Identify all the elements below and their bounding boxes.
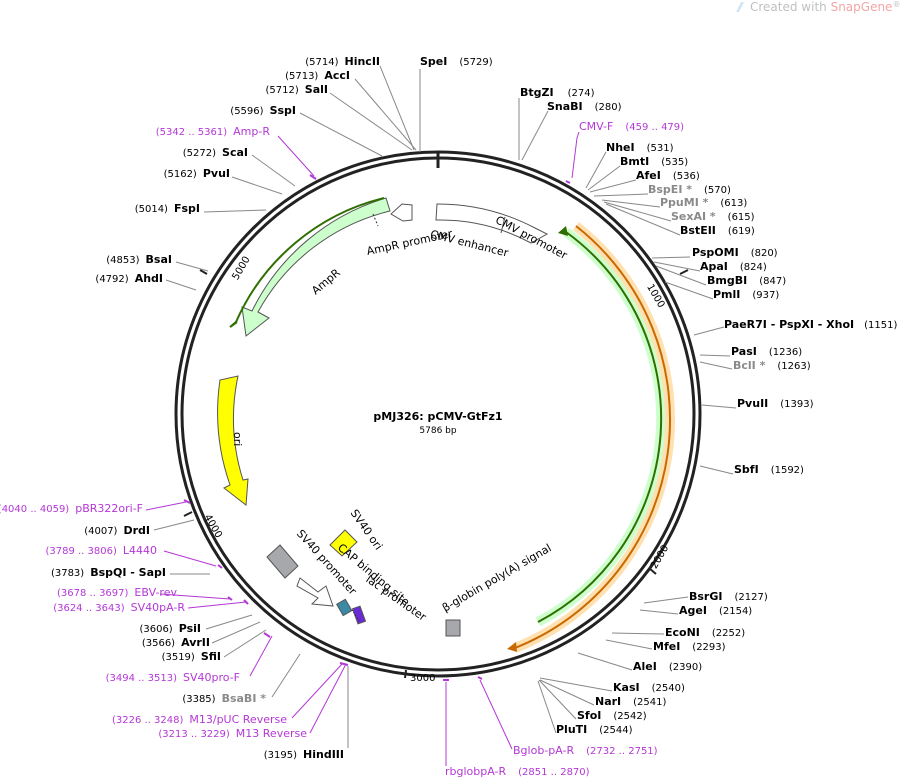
site-label[interactable]: (4792)AhdI <box>95 272 163 285</box>
site-label[interactable]: PaeR7I - PspXI - XhoI(1151) <box>724 318 898 331</box>
site-label[interactable]: SbfI(1592) <box>734 463 804 476</box>
orf-green-arrow[interactable] <box>535 227 667 627</box>
site-label[interactable]: MfeI(2293) <box>653 640 726 653</box>
primer-label[interactable]: (5342 .. 5361)Amp-R <box>156 125 271 138</box>
ampr-promoter-arrow[interactable] <box>390 203 413 222</box>
primer-label[interactable]: (3226 .. 3248)M13/pUC Reverse <box>112 713 287 726</box>
site-label[interactable]: (5162)PvuI <box>164 167 230 180</box>
site-label[interactable]: (5713)AccI <box>285 69 350 82</box>
primer-label[interactable]: Bglob-pA-R(2732 .. 2751) <box>513 744 658 757</box>
site-label[interactable]: PspOMI(820) <box>692 246 778 259</box>
site-label[interactable]: (3566)AvrII <box>142 636 210 649</box>
site-label[interactable]: PluTI(2544) <box>556 723 633 736</box>
tick-label-3000: 3000 <box>410 673 435 684</box>
bglobin-box[interactable] <box>445 619 461 637</box>
site-label[interactable]: (5712)SalI <box>266 83 328 96</box>
plasmid-name: pMJ326: pCMV-GtFz1 <box>373 410 502 423</box>
bglobin-label: β-globin poly(A) signal <box>440 541 554 614</box>
tick-label-2000: 2000 <box>649 543 671 571</box>
site-label[interactable]: PvuII(1393) <box>737 397 814 410</box>
right-labels: BtgZI(274) SnaBI(280) CMV-F(459 .. 479) … <box>445 86 898 778</box>
primer-label[interactable]: (3624 .. 3643)SV40pA-R <box>53 601 185 614</box>
primer-markers <box>183 174 571 681</box>
primer-label[interactable]: (3789 .. 3806)L4440 <box>45 544 157 557</box>
site-label[interactable]: (5714)HincII <box>305 55 380 68</box>
site-label[interactable]: PpuMI *(613) <box>660 196 747 209</box>
site-label[interactable]: BtgZI(274) <box>520 86 595 99</box>
site-label[interactable]: (4007)DrdI <box>84 524 150 537</box>
primer-label[interactable]: (3213 .. 3229)M13 Reverse <box>158 727 307 740</box>
site-label[interactable]: (3195)HindIII <box>264 748 344 761</box>
site-label[interactable]: BspEI *(570) <box>648 183 731 196</box>
features: CMV enhancer CMV promoter AmpR promoter … <box>217 197 676 653</box>
sv40-ori-box[interactable] <box>329 529 358 557</box>
site-label[interactable]: (3783)BspQI - SapI <box>51 566 166 579</box>
watermark-text: Created with SnapGene® <box>750 0 900 14</box>
site-label[interactable]: (5014)FspI <box>135 202 200 215</box>
site-label[interactable]: SpeI(5729) <box>420 55 493 68</box>
lac-promoter-label: lac promoter <box>363 573 429 624</box>
sv40-promoter-arrow[interactable] <box>296 577 334 607</box>
site-label[interactable]: (4853)BsaI <box>106 253 172 266</box>
ampr-label: AmpR <box>309 266 343 297</box>
site-label[interactable]: (5272)ScaI <box>183 146 248 159</box>
ori-arrow[interactable] <box>217 375 249 506</box>
cap-site-box[interactable] <box>335 598 353 617</box>
site-label[interactable]: AfeI(536) <box>636 169 700 182</box>
primer-label[interactable]: (3678 .. 3697)EBV-rev <box>57 586 177 599</box>
sv40-promoter-box[interactable] <box>266 544 299 579</box>
site-label[interactable]: PmlI(937) <box>713 288 779 301</box>
site-label[interactable]: (3519)SfiI <box>162 650 221 663</box>
site-label[interactable]: (3606)PsiI <box>139 622 201 635</box>
primer-label[interactable]: (4040 .. 4059)pBR322ori-F <box>0 502 143 515</box>
watermark: Created with SnapGene® <box>736 0 900 14</box>
leader-lines <box>145 65 737 766</box>
left-labels: (5714)HincII SpeI(5729) (5713)AccI (5712… <box>0 55 493 761</box>
snapgene-logo-icon <box>736 2 744 12</box>
ampr-arrow[interactable] <box>241 197 391 337</box>
ampr-promoter-label: AmpR promoter <box>365 227 454 258</box>
site-label[interactable]: PasI(1236) <box>731 345 802 358</box>
plasmid-size: 5786 bp <box>419 426 456 436</box>
site-label[interactable]: BclI *(1263) <box>733 359 811 372</box>
lac-promoter-box[interactable] <box>351 605 367 625</box>
site-label[interactable]: NarI(2541) <box>595 695 667 708</box>
site-label[interactable]: SnaBI(280) <box>547 100 622 113</box>
site-label[interactable]: BstEII(619) <box>680 224 755 237</box>
ori-label: ori <box>231 432 244 446</box>
site-label[interactable]: AleI(2390) <box>633 660 702 673</box>
site-label[interactable]: SfoI(2542) <box>577 709 647 722</box>
primer-label[interactable]: CMV-F(459 .. 479) <box>579 120 684 133</box>
primer-label[interactable]: rbglobpA-R(2851 .. 2870) <box>445 765 590 778</box>
cmv-enhancer-arrow[interactable] <box>435 203 549 244</box>
site-label[interactable]: EcoNI(2252) <box>665 626 745 639</box>
site-label[interactable]: AgeI(2154) <box>679 604 752 617</box>
site-label[interactable]: (5596)SspI <box>230 104 296 117</box>
site-label[interactable]: ApaI(824) <box>700 260 767 273</box>
primer-label[interactable]: (3494 .. 3513)SV40pro-F <box>106 671 240 684</box>
site-label[interactable]: SexAI *(615) <box>671 210 755 223</box>
site-label[interactable]: KasI(2540) <box>613 681 685 694</box>
site-label[interactable]: BmtI(535) <box>620 155 688 168</box>
site-label[interactable]: BmgBI(847) <box>707 274 786 287</box>
site-label[interactable]: BsrGI(2127) <box>689 590 768 603</box>
site-label[interactable]: (3385)BsaBI * <box>182 692 266 705</box>
site-label[interactable]: NheI(531) <box>606 141 674 154</box>
